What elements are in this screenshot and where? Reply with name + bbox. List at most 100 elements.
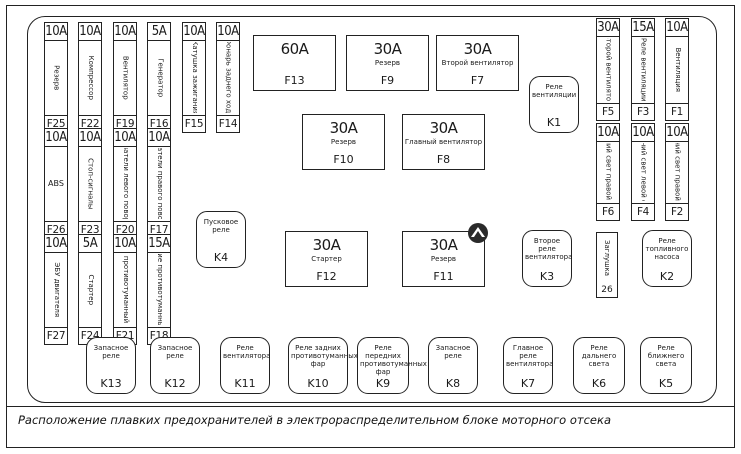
fuse-rating: 10A (45, 130, 67, 147)
fuse-rating: 30A (429, 236, 458, 254)
relay-code: K4 (213, 251, 229, 264)
relay-label: Второе реле вентилятора (525, 237, 573, 261)
fuse-code: F10 (333, 153, 354, 166)
relay-label: Реле топливного насоса (645, 237, 689, 261)
relay-label: Реле вентиляции (532, 83, 577, 99)
caption-divider (6, 406, 735, 407)
fuse-label: Указатели левого поворота (121, 148, 130, 219)
fuse-code: F27 (45, 327, 67, 344)
fuse-rating: 60A (280, 40, 309, 58)
fuse-rating: 10A (45, 236, 67, 253)
fuse-rating: 10A (597, 125, 619, 142)
fuse-rating: 30A (329, 119, 358, 137)
relay-code: K8 (445, 377, 461, 390)
fuse-label: Указатели правого поворота (155, 148, 164, 219)
fuse-rating: 10A (183, 24, 205, 41)
relay-label: Реле вентилятора (223, 344, 271, 360)
relay-code: K5 (658, 377, 674, 390)
figure-caption: Расположение плавких предохранителей в э… (18, 413, 612, 427)
relay-label: Запасное реле (435, 344, 471, 360)
fuse-label: Фонарь заднего хода (224, 42, 233, 113)
fuse-rating: 15A (632, 20, 654, 37)
relay-code: K10 (307, 377, 329, 390)
fuse-code: F12 (316, 270, 337, 283)
fuse-rating: 30A (463, 40, 492, 58)
relay-label: Главное реле вентилятора (506, 344, 554, 368)
relay-code: K2 (659, 270, 675, 283)
fuse-f26: 10A ABS F26 (44, 128, 68, 239)
relay-label: Пусковое реле (203, 218, 239, 234)
relay-code: K7 (520, 377, 536, 390)
fuse-label: Дальний свет левой фары (639, 143, 648, 201)
fuse-code: F16 (148, 115, 170, 132)
fuse-code: F15 (183, 115, 205, 132)
fuse-code: F1 (666, 103, 688, 120)
fuse-code: F8 (436, 153, 451, 166)
fuse-label: Задний противотуманный фонарь (121, 254, 130, 325)
fuse-rating: 5A (148, 23, 170, 41)
relay-label: Реле дальнего света (581, 344, 617, 368)
fuse-label: ЭБУ двигателя (52, 262, 61, 317)
fuse-rating: 10A (114, 24, 136, 41)
fuse-code: F14 (217, 115, 239, 132)
fuse-rating: 10A (79, 130, 101, 147)
fuse-rating: 15A (148, 236, 170, 253)
relay-label: Реле ближнего света (647, 344, 685, 368)
relay-code: K11 (234, 377, 256, 390)
fuse-label: Катушка зажигания (190, 42, 199, 113)
fuse-label: Второй вентилятор (604, 38, 613, 101)
fuse-label: Главный вентилятор (404, 138, 483, 146)
relay-label: Запасное реле (93, 344, 129, 360)
relay-code: K9 (375, 377, 391, 390)
fuse-label: Генератор (155, 58, 164, 97)
fuse-rating: 10A (666, 20, 688, 37)
fuse-code: F20 (114, 221, 136, 238)
brand-logo-icon (468, 223, 488, 243)
fuse-code: F26 (45, 221, 67, 238)
relay-code: K6 (591, 377, 607, 390)
fuse-code: F7 (470, 74, 485, 87)
fuse-rating: 10A (79, 24, 101, 41)
fuse-rating: 10A (148, 130, 170, 147)
fuse-rating: 5A (79, 235, 101, 253)
relay-label: Реле передних противотуманных фар (360, 344, 427, 376)
fuse-rating: 10A (217, 24, 239, 41)
relay-code: K12 (164, 377, 186, 390)
fuse-code: F23 (79, 221, 101, 238)
fuse-label: Резерв (52, 64, 61, 91)
fuse-label: Компрессор (86, 55, 95, 100)
relay-label: Запасное реле (157, 344, 193, 360)
fuse-label: ABS (48, 178, 64, 188)
blank-plug: Заглушка 26 (596, 232, 618, 298)
fuse-rating: 30A (429, 119, 458, 137)
fuse-code: F11 (433, 270, 454, 283)
